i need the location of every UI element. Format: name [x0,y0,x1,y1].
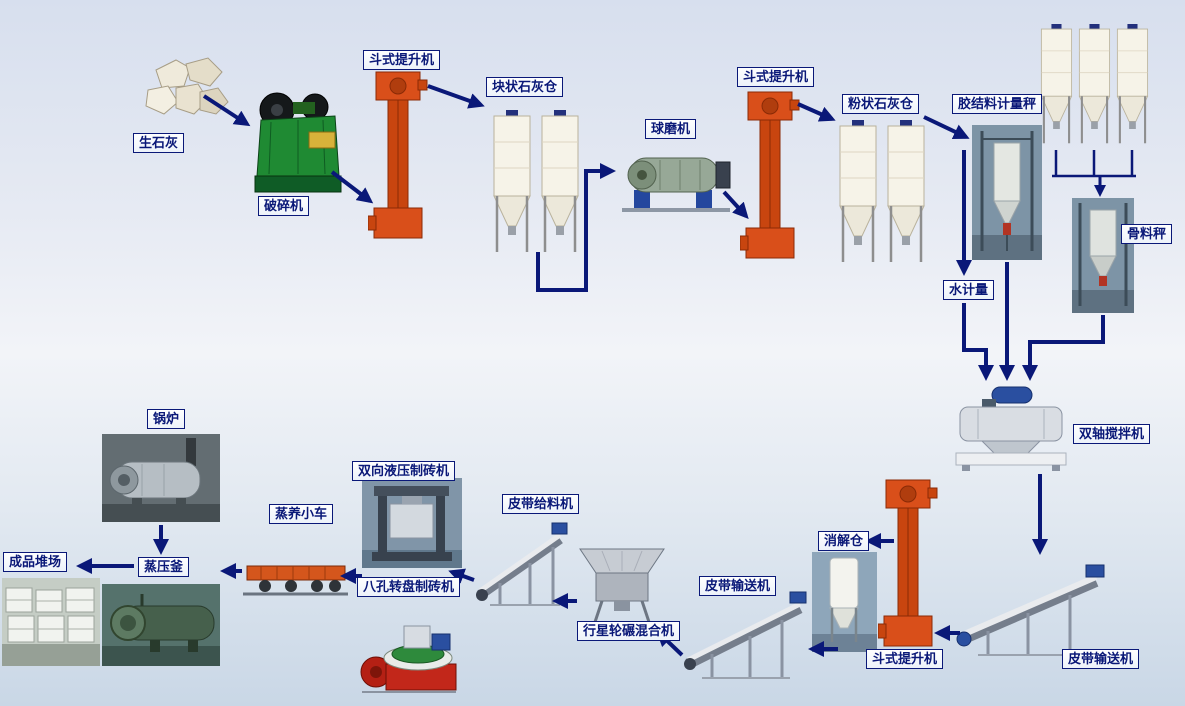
arrow-powder-silo-binder-scale [923,115,970,140]
binder-scale-graphic [972,125,1042,260]
label-rotary-press: 八孔转盘制砖机 [357,577,461,597]
label-bucket-elevator-2: 斗式提升机 [737,67,815,87]
crusher-image [253,88,343,202]
label-belt-feeder: 皮带给料机 [502,494,580,514]
label-crusher: 破碎机 [258,196,310,216]
mixer-graphic [955,386,1067,471]
hydraulic-press-graphic [362,478,462,568]
rotary-press-image [356,620,461,704]
label-planetary-mixer: 行星轮碾混合机 [577,621,681,641]
curing-cart-image [243,552,348,606]
label-bucket-elevator-1: 斗式提升机 [363,50,441,70]
arrow-crusher-elevator1 [330,170,374,204]
ball-mill-graphic [622,157,731,212]
label-binder-scale: 胶结料计量秤 [952,94,1043,114]
curing-cart-graphic [243,565,348,596]
label-boiler: 锅炉 [147,409,186,429]
hydraulic-press-image [362,478,462,572]
label-hydraulic-press: 双向液压制砖机 [352,461,456,481]
conveyor-graphic [476,522,568,606]
boiler-image [102,434,220,526]
label-water-meter: 水计量 [943,280,995,300]
product-yard-graphic [2,578,100,666]
digestion-silo-image [812,552,877,656]
arrow-elevator2-powder-silo [797,102,836,122]
arrow-water-mixer [962,303,994,381]
label-product-yard: 成品堆场 [3,552,68,572]
label-powder-lime-silo: 粉状石灰仓 [842,94,920,114]
label-aggregate-scale: 骨料秤 [1121,224,1173,244]
label-autoclave: 蒸压釜 [138,557,190,577]
belt-feeder-image [468,515,573,614]
crusher-graphic [254,92,342,193]
quicklime-rocks-image [138,52,233,131]
arrow-aggregate-scale-mixer [1022,315,1105,381]
label-twin-shaft-mixer: 双轴搅拌机 [1073,424,1151,444]
label-ball-mill: 球磨机 [645,119,697,139]
label-belt-conveyor-right: 皮带输送机 [1062,649,1140,669]
twin-shaft-mixer-image [952,385,1070,477]
aggregate-scale-graphic [1072,198,1134,313]
rocks-graphic [145,57,229,115]
arrow-elevator1-lump-silo [427,84,485,109]
binder-scale-image [972,125,1042,264]
arrow-lump-silo-ball-mill [536,163,616,292]
label-belt-conveyor-mid: 皮带输送机 [699,576,777,596]
arrow-quicklime-crusher [202,94,251,127]
rotary-press-graphic [360,625,457,693]
autoclave-image [102,584,220,670]
product-yard-image [2,578,100,670]
label-lump-lime-silo: 块状石灰仓 [486,77,564,97]
aggregate-scale-image [1072,198,1134,317]
ball-mill-image [620,138,732,217]
boiler-graphic [102,434,220,522]
arrow-feeder-presses [448,568,475,584]
arrow-ball-mill-elevator2 [722,190,749,219]
label-bucket-elevator-3: 斗式提升机 [866,649,944,669]
digestion-silo-graphic [812,552,877,652]
conveyor-graphic [684,591,807,679]
label-quicklime: 生石灰 [133,133,185,153]
label-digestion-silo: 消解仓 [818,531,870,551]
belt-conveyor-mid-image [678,588,813,687]
autoclave-graphic [102,584,220,666]
label-curing-cart: 蒸养小车 [269,504,334,524]
